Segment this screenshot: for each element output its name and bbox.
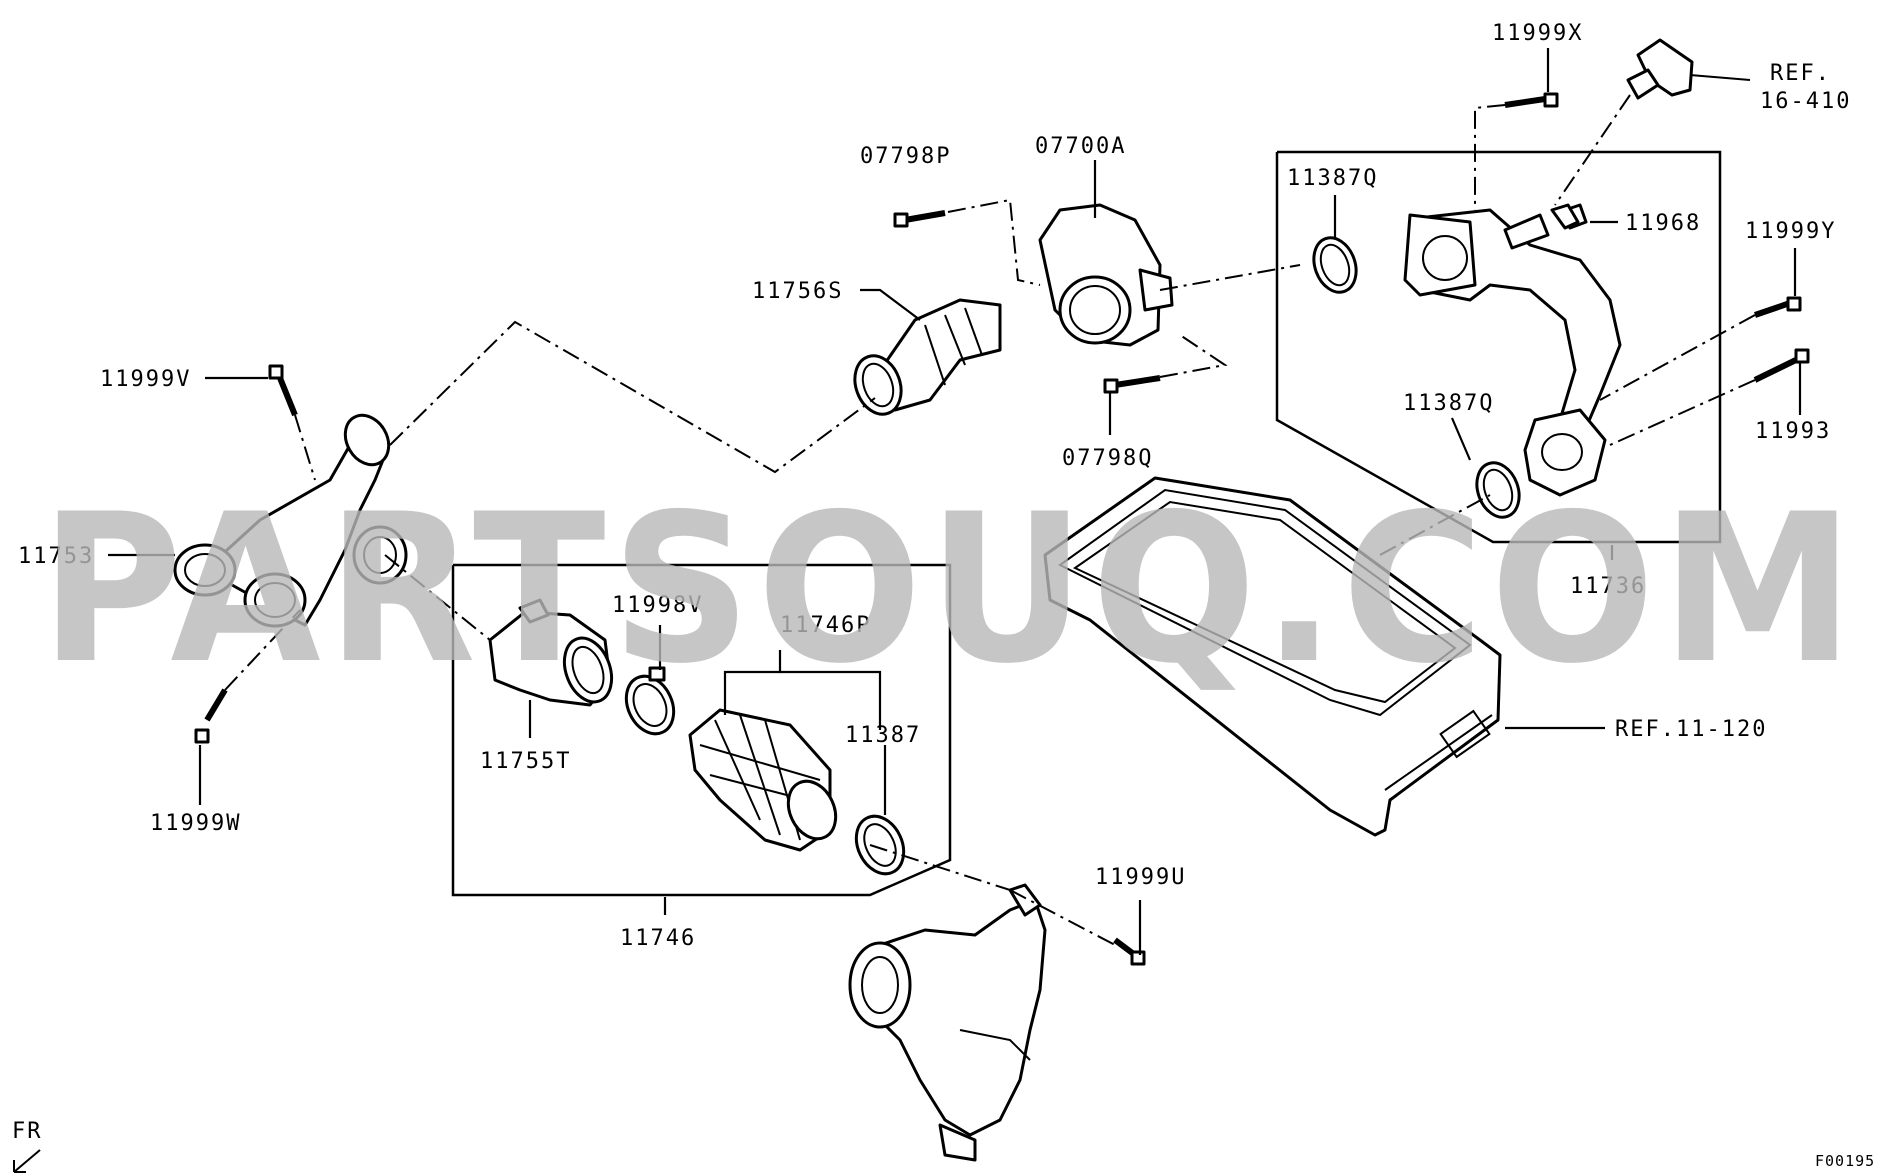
throttle-body (1038, 203, 1174, 347)
assembly-box-11746 (451, 563, 952, 897)
assembly-box-11736 (1275, 150, 1722, 544)
leader-lines (108, 48, 1802, 955)
clip-11968 (1550, 203, 1580, 230)
label-ref-16-410-b: 16-410 (1760, 89, 1851, 114)
bolt-11999W (194, 688, 228, 744)
label-11756S: 11756S (752, 279, 843, 304)
y-pipe-11753 (173, 413, 408, 628)
charge-air-cooler-11746P (688, 708, 838, 852)
label-07798P: 07798P (860, 144, 951, 169)
label-11999X: 11999X (1492, 21, 1583, 46)
label-11753: 11753 (18, 544, 94, 569)
sensor-16-410 (1626, 38, 1751, 100)
label-07700A: 07700A (1035, 134, 1126, 159)
o-ring-11387Q-bottom (1475, 461, 1521, 519)
label-11999Y: 11999Y (1745, 219, 1836, 244)
bolt-11999Y (1754, 296, 1802, 318)
cylinder-head (1043, 476, 1502, 837)
label-11746P: 11746P (780, 613, 871, 638)
figure-code: F00195 (1815, 1152, 1875, 1170)
o-ring-11387Q-top (1312, 236, 1358, 294)
label-11999V: 11999V (100, 367, 191, 392)
label-11387: 11387 (845, 723, 921, 748)
bolt-11999X (1504, 92, 1559, 108)
label-11387Q-top: 11387Q (1287, 166, 1378, 191)
bolt-07798Q (1103, 375, 1161, 394)
label-ref-11-120: REF.11-120 (1615, 717, 1767, 742)
label-11755T: 11755T (480, 749, 571, 774)
o-ring-11387 (854, 814, 906, 876)
watermark: PARTSOUQ.COM (40, 471, 1860, 709)
turbocharger (848, 883, 1047, 1162)
label-11998V: 11998V (612, 593, 703, 618)
label-07798Q: 07798Q (1062, 446, 1153, 471)
label-11993: 11993 (1755, 419, 1831, 444)
label-11999U: 11999U (1095, 865, 1186, 890)
alignment-lines (224, 94, 1756, 946)
hose-11755T (488, 598, 614, 707)
label-11999W: 11999W (150, 811, 241, 836)
bolt-11999V (268, 364, 298, 417)
label-ref-16-410-a: REF. (1770, 61, 1831, 86)
front-direction-arrow-icon (13, 1149, 41, 1173)
clamp-11998V (624, 666, 676, 736)
label-11387Q-bottom: 11387Q (1403, 391, 1494, 416)
label-11736: 11736 (1570, 574, 1646, 599)
bolt-07798P (893, 210, 946, 228)
stud-11993 (1753, 348, 1810, 383)
label-11968: 11968 (1625, 211, 1701, 236)
intake-hose-11756S (853, 298, 1002, 416)
label-11746: 11746 (620, 926, 696, 951)
intake-manifold-pipe (1403, 203, 1622, 497)
label-fr: FR (12, 1119, 43, 1144)
